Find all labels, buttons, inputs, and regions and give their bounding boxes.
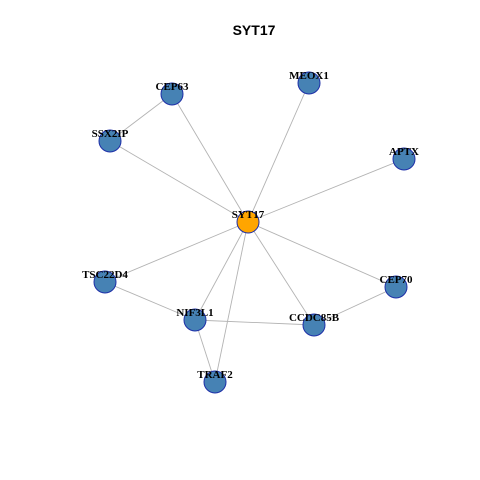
node-label-ssx2ip: SSX2IP (92, 128, 129, 140)
node-circle-meox1 (297, 71, 321, 95)
node-cep63: CEP63 (156, 81, 190, 106)
edge-cep63-ssx2ip (109, 93, 173, 142)
node-circle-cep63 (160, 82, 184, 106)
node-circle-cep70 (384, 275, 408, 299)
node-traf2: TRAF2 (197, 369, 233, 394)
edge-syt17-traf2 (214, 221, 249, 383)
node-circle-syt17 (236, 210, 260, 234)
edge-syt17-ccdc85b (247, 221, 315, 326)
edge-syt17-aptx (247, 158, 405, 223)
edge-syt17-tsc22d4 (104, 221, 249, 283)
node-ccdc85b: CCDC85B (289, 312, 340, 337)
node-meox1: MEOX1 (289, 70, 329, 95)
node-label-cep70: CEP70 (380, 274, 414, 286)
node-nif3l1: NIF3L1 (176, 307, 214, 332)
node-cep70: CEP70 (380, 274, 414, 299)
node-label-nif3l1: NIF3L1 (176, 307, 213, 319)
edge-syt17-cep70 (247, 221, 397, 288)
edge-tsc22d4-nif3l1 (104, 281, 196, 321)
node-circle-ssx2ip (98, 129, 122, 153)
edge-layer (104, 82, 405, 383)
edge-syt17-cep63 (171, 93, 249, 223)
node-label-ccdc85b: CCDC85B (289, 312, 340, 324)
node-circle-aptx (392, 147, 416, 171)
edge-nif3l1-ccdc85b (194, 319, 315, 326)
edge-syt17-nif3l1 (194, 221, 249, 321)
edge-syt17-meox1 (247, 82, 310, 223)
node-tsc22d4: TSC22D4 (82, 269, 128, 294)
node-syt17: SYT17 (232, 209, 265, 234)
node-ssx2ip: SSX2IP (92, 128, 129, 153)
node-label-syt17: SYT17 (232, 209, 265, 221)
node-circle-nif3l1 (183, 308, 207, 332)
graph-title: SYT17 (233, 22, 276, 38)
node-aptx: APTX (389, 146, 419, 171)
node-circle-traf2 (203, 370, 227, 394)
node-label-cep63: CEP63 (156, 81, 190, 93)
node-label-traf2: TRAF2 (197, 369, 233, 381)
node-label-meox1: MEOX1 (289, 70, 329, 82)
node-label-tsc22d4: TSC22D4 (82, 269, 128, 281)
edge-syt17-ssx2ip (109, 140, 249, 223)
node-circle-ccdc85b (302, 313, 326, 337)
node-label-aptx: APTX (389, 146, 419, 158)
node-circle-tsc22d4 (93, 270, 117, 294)
edge-ccdc85b-cep70 (313, 286, 397, 326)
